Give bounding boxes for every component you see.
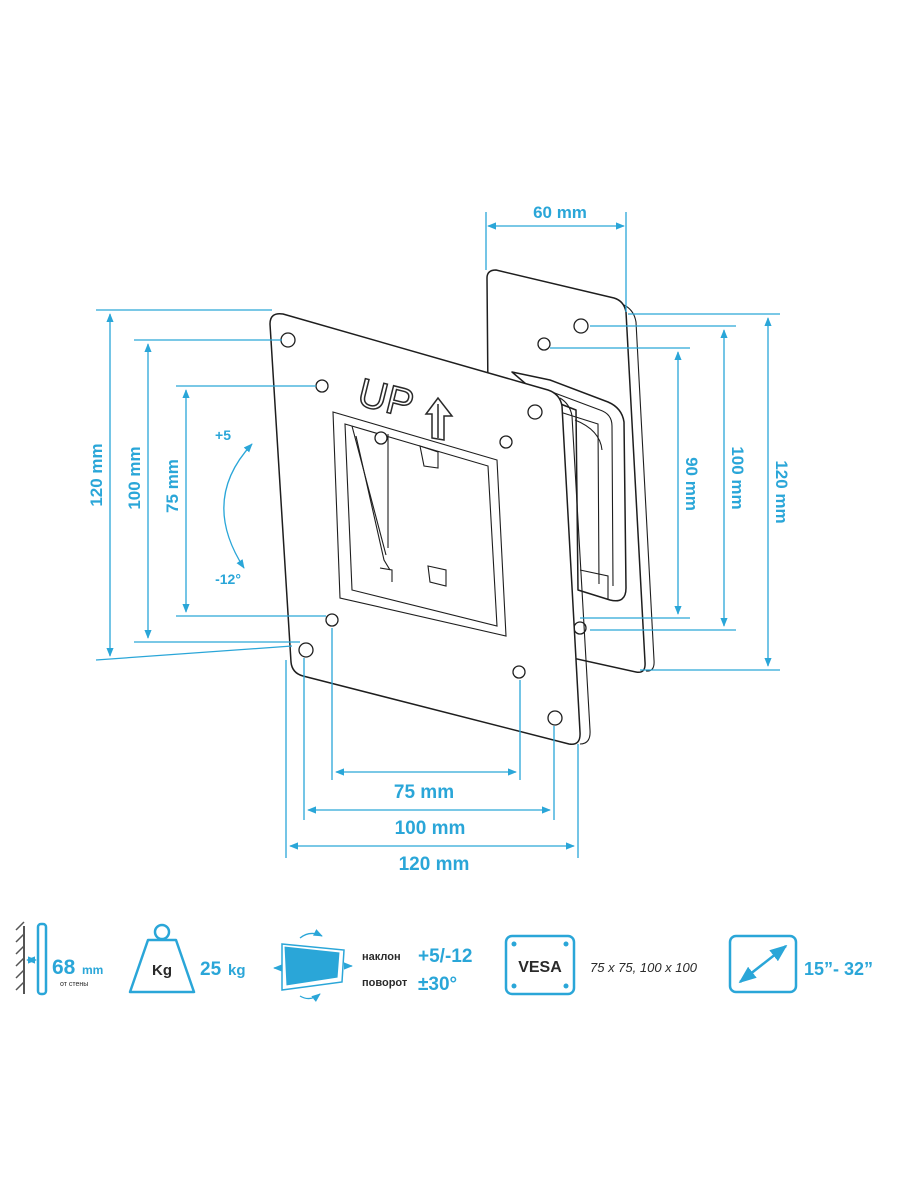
vesa-hole <box>499 435 513 449</box>
vesa-hole <box>374 431 388 445</box>
screen-size-value: 15”- 32” <box>804 959 873 979</box>
spec-wall-distance: 68 mm от стены <box>15 921 103 996</box>
tilt-label: наклон <box>362 951 401 963</box>
wall-distance-icon <box>15 921 48 996</box>
swivel-value: ±30° <box>418 974 457 995</box>
vesa-hole <box>315 379 329 393</box>
tilt-minus-label: -12° <box>215 571 241 587</box>
dimension-top: 60 mm <box>485 203 627 312</box>
weight-icon-label: Kg <box>152 962 172 979</box>
vesa-hole <box>280 332 296 348</box>
wall-distance-unit: mm <box>82 963 103 977</box>
weight-unit: kg <box>228 962 246 979</box>
dimension-right: 90 mm 100 mm 120 mm <box>550 313 791 671</box>
spec-vesa: VESA 75 x 75, 100 x 100 <box>504 934 698 996</box>
spec-screen-size: 15”- 32” <box>728 934 873 994</box>
vesa-hole <box>325 613 339 627</box>
swivel-arm <box>511 371 627 602</box>
dim-top-60: 60 mm <box>533 203 587 222</box>
up-arrow-icon <box>424 396 454 441</box>
dim-left-100: 100 mm <box>125 446 144 509</box>
vesa-icon-label: VESA <box>518 959 562 976</box>
spec-tilt-swivel: наклон +5/-12 поворот ±30° <box>273 929 472 1002</box>
wall-plate-hole <box>537 337 551 351</box>
dim-left-120: 120 mm <box>87 443 106 506</box>
dimension-bottom: 75 mm 100 mm 120 mm <box>285 628 579 875</box>
dim-right-90: 90 mm <box>682 457 701 511</box>
dim-left-75: 75 mm <box>163 459 182 513</box>
dim-bottom-100: 100 mm <box>395 818 466 839</box>
wall-distance-caption: от стены <box>60 981 88 988</box>
dim-right-100: 100 mm <box>728 446 747 509</box>
tilt-indicator: +5 -12° <box>215 427 253 587</box>
tilt-plus-label: +5 <box>215 427 231 443</box>
swivel-label: поворот <box>362 977 408 989</box>
vesa-hole <box>512 665 526 679</box>
tilt-swivel-icon <box>273 929 353 1002</box>
dim-bottom-75: 75 mm <box>394 782 454 803</box>
wall-plate-hole <box>573 318 589 334</box>
vesa-values: 75 x 75, 100 x 100 <box>590 960 698 975</box>
dim-right-120: 120 mm <box>772 460 791 523</box>
vesa-hole <box>298 642 314 658</box>
vesa-plate: UP <box>269 312 591 745</box>
weight-icon <box>128 923 196 994</box>
weight-value: 25 <box>200 959 222 980</box>
wall-distance-value: 68 <box>52 956 76 979</box>
screen-diagonal-icon <box>728 934 798 994</box>
vesa-hole <box>547 710 563 726</box>
vesa-hole <box>527 404 543 420</box>
dimension-left: 120 mm 100 mm 75 mm <box>87 309 326 661</box>
dim-bottom-120: 120 mm <box>399 854 470 875</box>
spec-weight: Kg 25 kg <box>128 923 246 994</box>
vesa-icon <box>504 934 576 996</box>
tilt-value: +5/-12 <box>418 946 472 967</box>
